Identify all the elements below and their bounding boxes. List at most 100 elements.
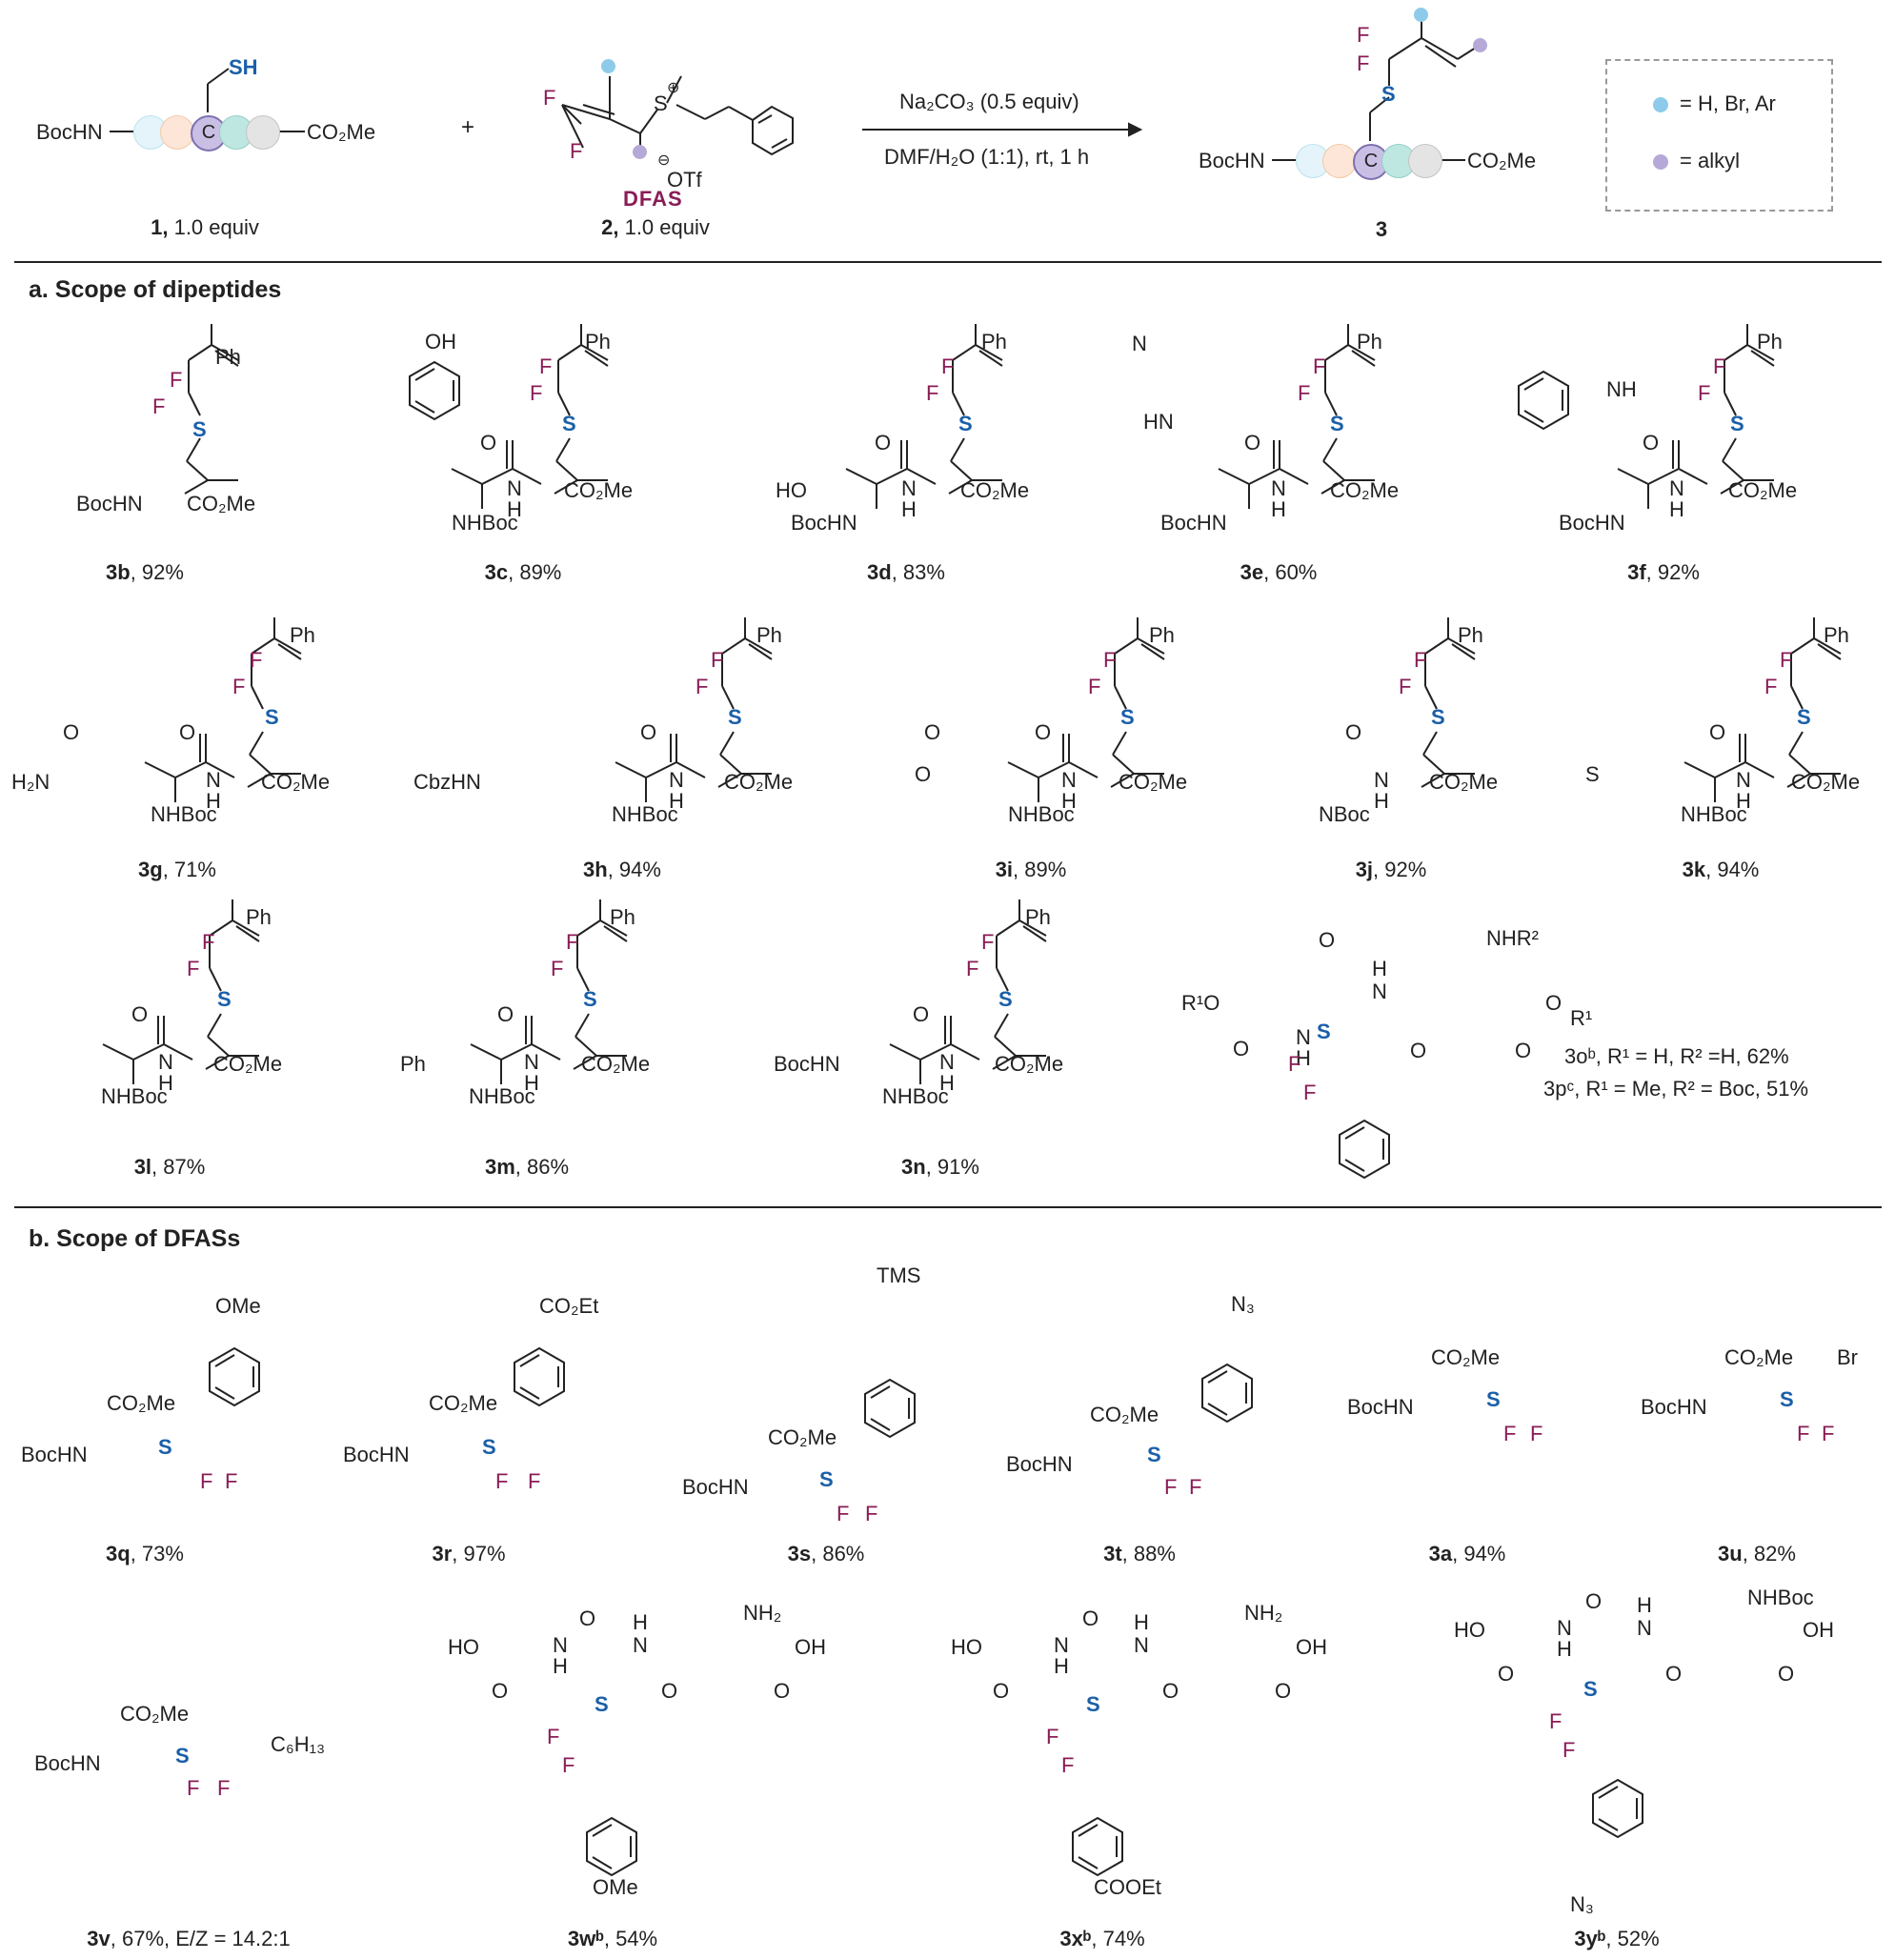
atom-label: Ph [610,905,635,929]
caption-3m: 3m, 86% [484,1155,570,1179]
atom-label: F [1046,1725,1059,1748]
atom-label: N [939,1050,955,1074]
atom-label: BocHN [1006,1452,1073,1476]
atom-label: TMS [877,1263,921,1287]
product-caption: 3 [1375,217,1388,241]
atom-label: S [728,705,742,729]
atom-label: O [1498,1662,1515,1686]
atom-label: F [981,930,995,954]
atom-label: F [1189,1475,1202,1499]
atom-label: N [1374,768,1389,792]
caption-3u: 3u, 82% [1718,1542,1796,1566]
atom-label: Ph [585,330,611,354]
atom-label: HO [1454,1618,1485,1642]
atom-label: BocHN [1559,511,1625,535]
atom-label: HN [1143,410,1174,434]
atom-label: S [265,705,279,729]
atom-label: O [661,1679,678,1703]
atom-label: R¹ [1570,1006,1593,1030]
caption-3k: 3k, 94% [1682,858,1760,881]
atom-label: O [1515,1039,1532,1062]
atom-label: N₃ [1570,1892,1594,1916]
atom-label: H [1134,1610,1149,1634]
caption-3w: 3wᵇ, 54% [567,1927,658,1950]
caption-3q: 3q, 73% [106,1542,184,1566]
atom-label: NHBoc [452,511,518,535]
atom-label: S [1730,412,1744,435]
atom-label: O [579,1606,596,1630]
atom-label: NHBoc [469,1084,535,1108]
atom-label: O [1082,1606,1099,1630]
atom-label: O [1545,991,1562,1015]
reagent-2-bonds [561,75,794,156]
atom-label: COOEt [1094,1875,1161,1899]
caption-3y: 3yᵇ, 52% [1574,1927,1660,1950]
atom-label: O [1585,1589,1603,1613]
reactant1-caption: 1, 1.0 equiv [151,215,259,239]
atom-label: R¹O [1181,991,1220,1015]
caption-3t: 3t, 88% [1103,1542,1176,1566]
product-peptide-chain: C [1296,144,1442,180]
atom-label: Ph [756,623,782,647]
plus-sign: + [461,114,475,140]
atom-label: Ph [1357,330,1382,354]
atom-label: H [1669,497,1684,521]
product-ester: CO₂Me [1467,149,1537,172]
atom-label: N [1669,476,1684,500]
atom-label: F [202,930,215,954]
atom-label: NHBoc [1008,802,1075,826]
atom-label: F [696,675,709,698]
caption-3o: 3oᵇ, R¹ = H, R² =H, 62% [1564,1044,1789,1068]
atom-label: F [1698,381,1711,405]
atom-label: BocHN [76,492,143,515]
triflate-charge: ⊖ [657,152,671,169]
atom-label: F [865,1502,878,1526]
atom-label: O [993,1679,1010,1703]
atom-label: S [1317,1020,1331,1043]
product-f2: F [1357,51,1370,75]
atom-label: O [1345,720,1362,744]
atom-label: H [1061,789,1077,813]
atom-label: F [1562,1738,1576,1762]
atom-label: S [819,1467,834,1491]
atom-label: H [1271,497,1286,521]
atom-label: H₂N [11,770,50,794]
atom-label: O [63,720,80,744]
atom-label: BocHN [1641,1395,1707,1419]
atom-label: BocHN [34,1751,101,1775]
atom-label: S [562,412,576,435]
product-purple-dot [1473,38,1487,52]
atom-label: NH₂ [1244,1601,1283,1625]
reactant1-ester: CO₂Me [307,120,376,144]
atom-label: CO₂Me [768,1425,837,1449]
atom-label: F [1549,1709,1562,1733]
atom-label: CO₂Me [261,770,331,794]
atom-label: F [170,368,183,392]
atom-label: H [507,497,522,521]
atom-label: Ph [290,623,315,647]
caption-3i: 3i, 89% [995,858,1067,881]
atom-label: O [875,431,892,455]
atom-label: F [530,381,543,405]
atom-label: Ph [981,330,1007,354]
atom-label: F [200,1469,213,1493]
section-b-title: b. Scope of DFASs [29,1225,241,1252]
atom-label: S [583,987,597,1011]
atom-label: H [901,497,917,521]
reactant1-bochn: BocHN [36,120,103,144]
atom-label: N [1054,1633,1069,1657]
purple-dot-icon [1653,154,1668,171]
section-a-title: a. Scope of dipeptides [29,276,282,303]
atom-label: N [158,1050,173,1074]
atom-label: O [640,720,657,744]
atom-label: F [1414,648,1427,672]
caption-3n: 3n, 91% [901,1155,979,1179]
atom-label: F [232,675,246,698]
atom-label: CO₂Me [1791,770,1861,794]
atom-label: F [152,394,166,418]
atom-label: OH [1803,1618,1834,1642]
atom-label: O [492,1679,509,1703]
dfas-sulfonium: S [654,91,668,115]
caption-3r: 3r, 97% [432,1542,506,1566]
